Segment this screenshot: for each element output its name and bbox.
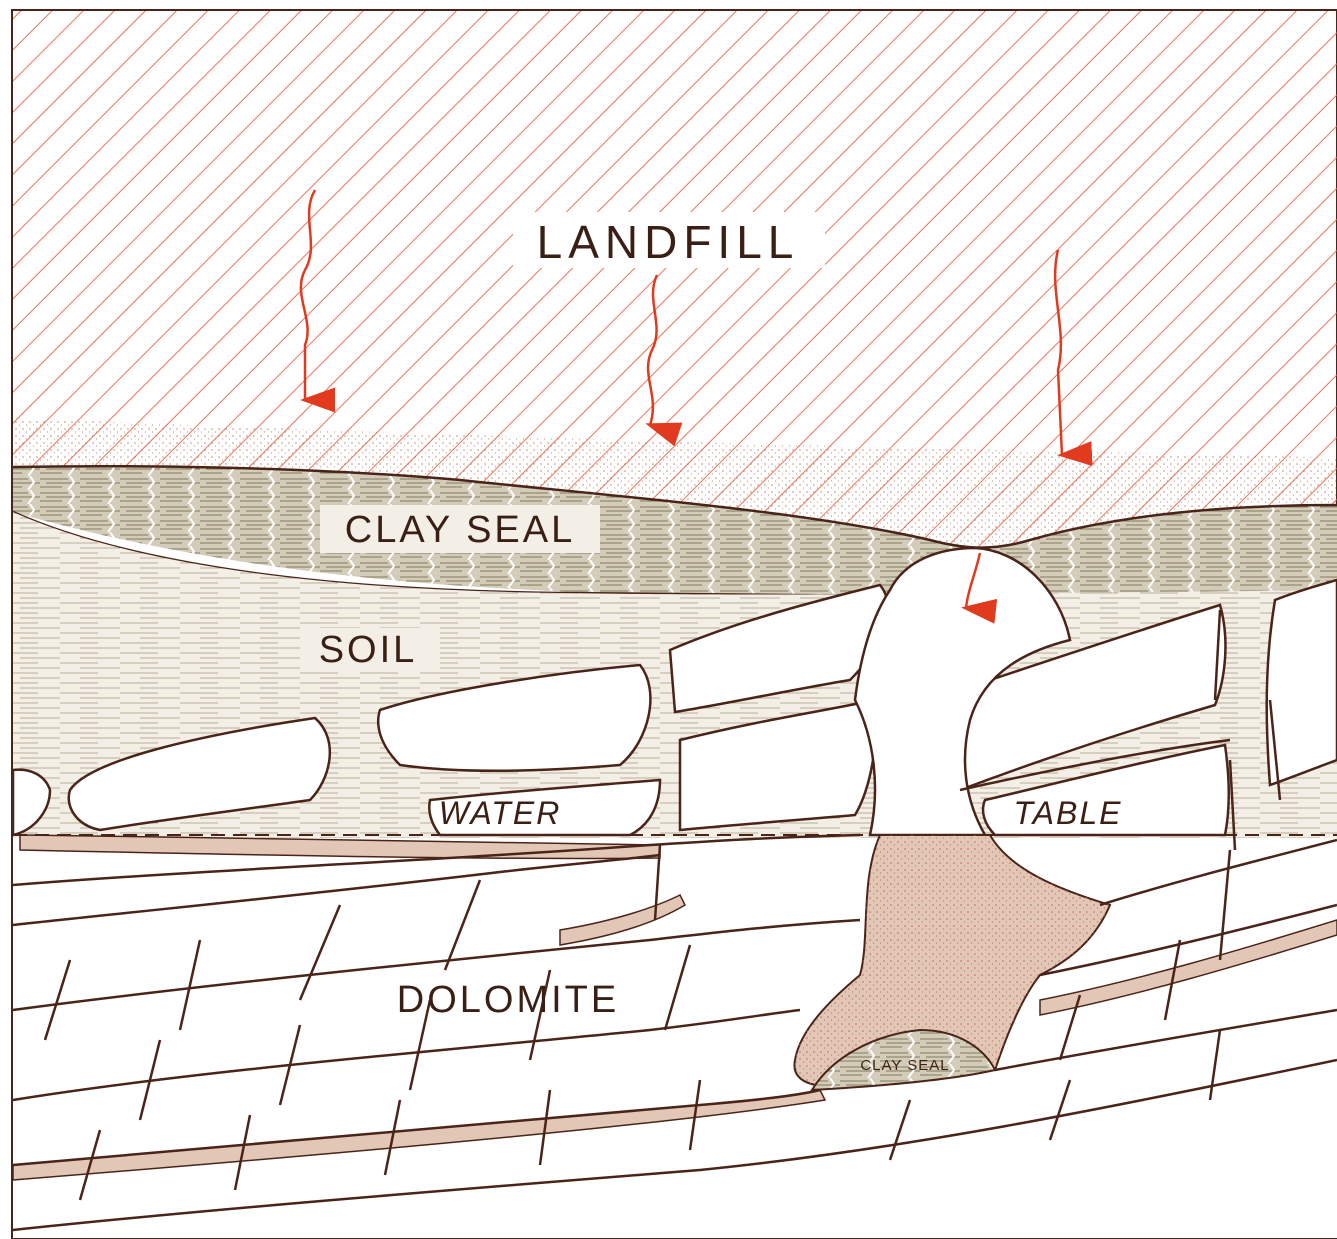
- clay-seal-bottom-label: CLAY SEAL: [860, 1057, 949, 1074]
- soil-label: SOIL: [319, 629, 418, 671]
- clay-seal-top-label: CLAY SEAL: [345, 509, 576, 551]
- water-label: WATER: [439, 795, 562, 831]
- landfill-label: LANDFILL: [537, 216, 800, 268]
- dolomite-label: DOLOMITE: [397, 979, 619, 1021]
- table-label: TABLE: [1014, 795, 1123, 831]
